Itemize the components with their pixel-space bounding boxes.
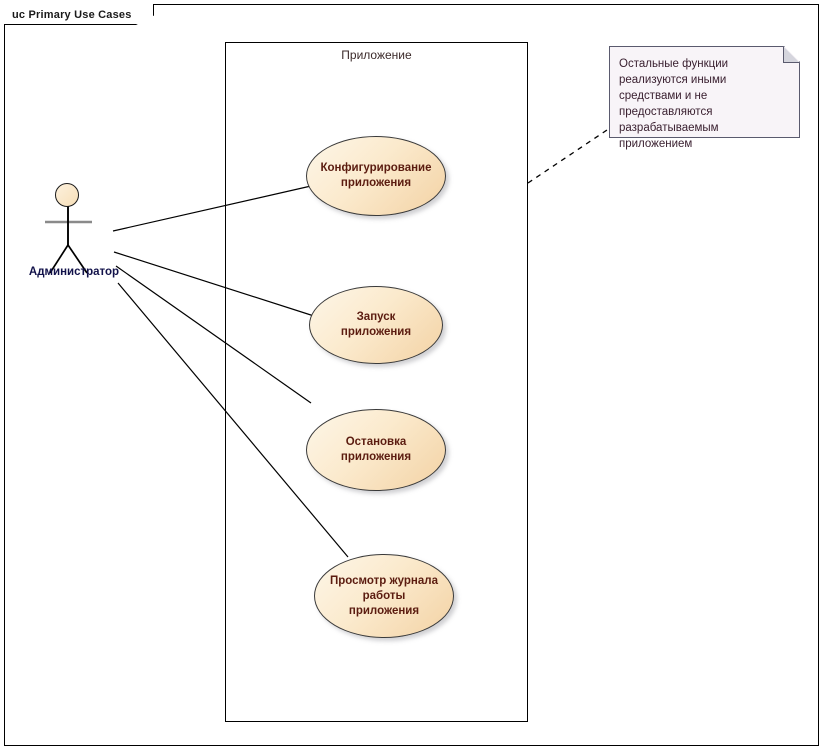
use-case-label: Запуск приложения (340, 311, 412, 338)
use-case-label: Остановка приложения (340, 436, 412, 463)
use-case-label: Конфигурирование приложения (320, 162, 432, 189)
note-text: Остальные функции реализуются иными сред… (619, 58, 729, 150)
use-case-configure[interactable]: Конфигурирование приложения (306, 136, 446, 216)
diagram-frame-tab (4, 4, 154, 25)
actor-head-icon (55, 183, 79, 207)
use-case-label: Просмотр журнала работы приложения (330, 574, 438, 617)
use-case-view-log[interactable]: Просмотр журнала работы приложения (314, 554, 454, 638)
diagram-title: uc Primary Use Cases (12, 9, 132, 21)
system-boundary-label: Приложение (341, 48, 412, 62)
actor-administrator[interactable]: Администратор (18, 180, 130, 285)
note-box[interactable] (609, 46, 800, 138)
actor-label: Администратор (28, 266, 120, 278)
use-case-start[interactable]: Запуск приложения (309, 286, 443, 364)
use-case-stop[interactable]: Остановка приложения (306, 409, 446, 491)
